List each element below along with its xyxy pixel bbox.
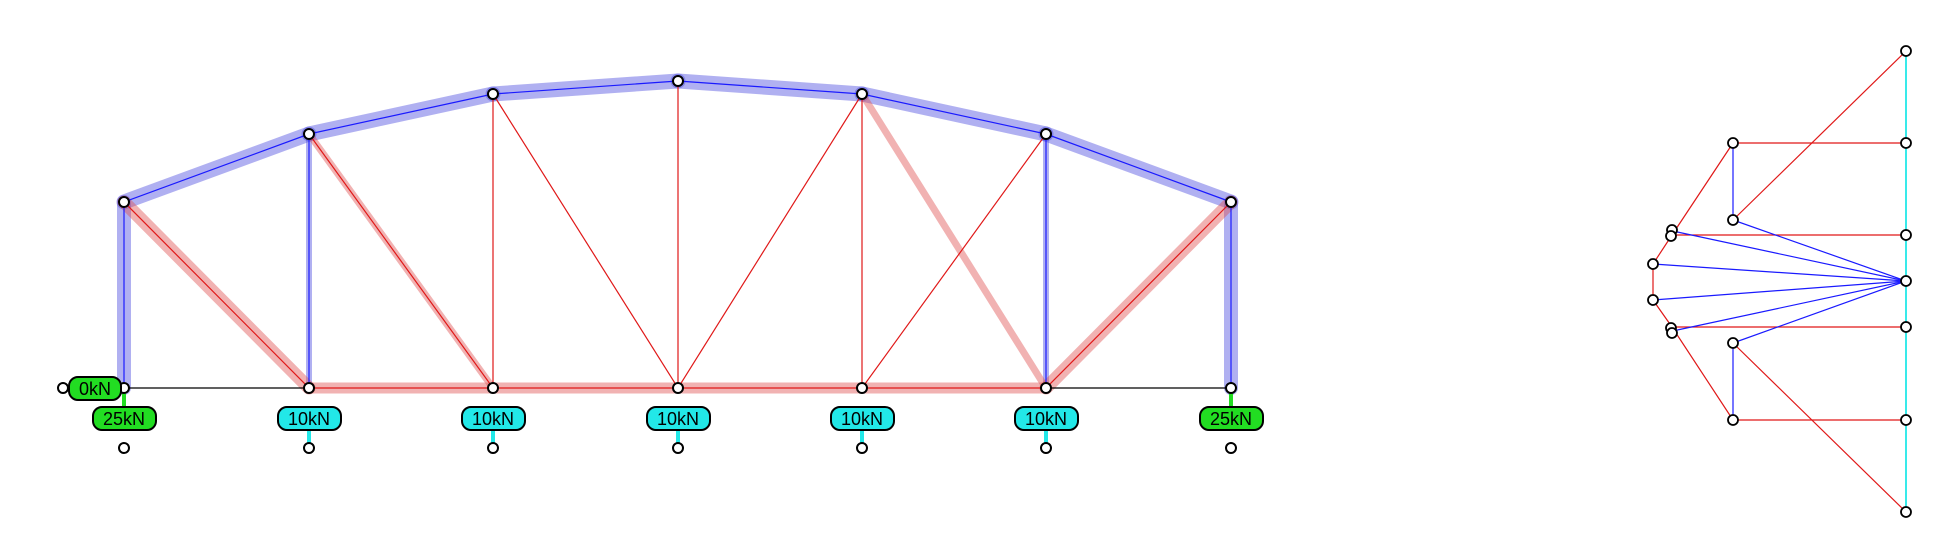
load-tail-node xyxy=(672,442,684,454)
force-line xyxy=(1732,219,1907,282)
load-tail-node xyxy=(118,442,130,454)
force-node xyxy=(1647,294,1659,306)
force-diagram xyxy=(1647,45,1912,518)
member-diagonal-3 xyxy=(492,93,679,389)
force-node xyxy=(1900,506,1912,518)
force-polyline xyxy=(1652,142,1734,421)
horizontal-reaction-tag: 0kN xyxy=(68,376,122,401)
load-tag-2: 10kN xyxy=(277,406,342,431)
force-line xyxy=(1667,229,1907,282)
load-label: 10kN xyxy=(288,409,330,429)
joint xyxy=(1040,382,1052,394)
force-node xyxy=(1900,321,1912,333)
joint xyxy=(856,88,868,100)
joint xyxy=(1040,128,1052,140)
left-reaction-tag: 25kN xyxy=(92,406,157,431)
force-node xyxy=(1900,229,1912,241)
force-node xyxy=(1727,214,1739,226)
load-label: 10kN xyxy=(841,409,883,429)
force-line xyxy=(1652,280,1907,301)
load-label: 10kN xyxy=(472,409,514,429)
band-diagonal-5 xyxy=(858,90,1050,392)
left-reaction-label: 25kN xyxy=(103,409,145,429)
force-node xyxy=(1900,275,1912,287)
joint xyxy=(1225,382,1237,394)
force-line xyxy=(1732,342,1907,513)
member-diagonal-1 xyxy=(123,201,310,389)
tension-lines xyxy=(1652,50,1907,513)
load-tag-5: 10kN xyxy=(830,406,895,431)
load-tail-node xyxy=(487,442,499,454)
force-node xyxy=(1900,137,1912,149)
force-diagram-nodes xyxy=(1647,45,1912,518)
member-diagonal-4 xyxy=(677,93,863,389)
load-labels: 0kN 25kN 10kN 10kN 10kN 10kN xyxy=(68,376,1264,431)
load-label: 10kN xyxy=(1025,409,1067,429)
member-diagonal-2 xyxy=(308,133,494,389)
force-node xyxy=(1666,327,1678,339)
load-tag-6: 10kN xyxy=(1014,406,1079,431)
joint xyxy=(487,382,499,394)
joint xyxy=(303,382,315,394)
support-node xyxy=(57,382,69,394)
joint xyxy=(487,88,499,100)
force-line xyxy=(1652,263,1907,282)
truss: 0kN 25kN 10kN 10kN 10kN 10kN xyxy=(57,73,1264,454)
force-node xyxy=(1665,230,1677,242)
load-tag-4: 10kN xyxy=(646,406,711,431)
force-line xyxy=(1667,280,1907,333)
joint xyxy=(118,196,130,208)
load-tail-node xyxy=(1225,442,1237,454)
joint xyxy=(303,128,315,140)
truss-members xyxy=(63,80,1232,389)
joint xyxy=(856,382,868,394)
force-node xyxy=(1900,414,1912,426)
compression-lines xyxy=(1652,143,1907,420)
force-line xyxy=(1732,280,1907,344)
horizontal-reaction-label: 0kN xyxy=(79,379,111,399)
joint xyxy=(672,382,684,394)
member-diagonal-5 xyxy=(861,133,1047,389)
right-reaction-tag: 25kN xyxy=(1199,406,1264,431)
force-line xyxy=(1732,50,1907,221)
force-node xyxy=(1727,414,1739,426)
load-tag-3: 10kN xyxy=(461,406,526,431)
joint xyxy=(672,75,684,87)
load-tail-node xyxy=(856,442,868,454)
force-node xyxy=(1647,258,1659,270)
force-node xyxy=(1727,337,1739,349)
joint xyxy=(1225,196,1237,208)
force-node xyxy=(1900,45,1912,57)
load-label: 10kN xyxy=(657,409,699,429)
load-tail-node xyxy=(1040,442,1052,454)
force-node xyxy=(1727,137,1739,149)
load-tail-node xyxy=(303,442,315,454)
right-reaction-label: 25kN xyxy=(1210,409,1252,429)
member-diagonal-6 xyxy=(1045,201,1232,389)
